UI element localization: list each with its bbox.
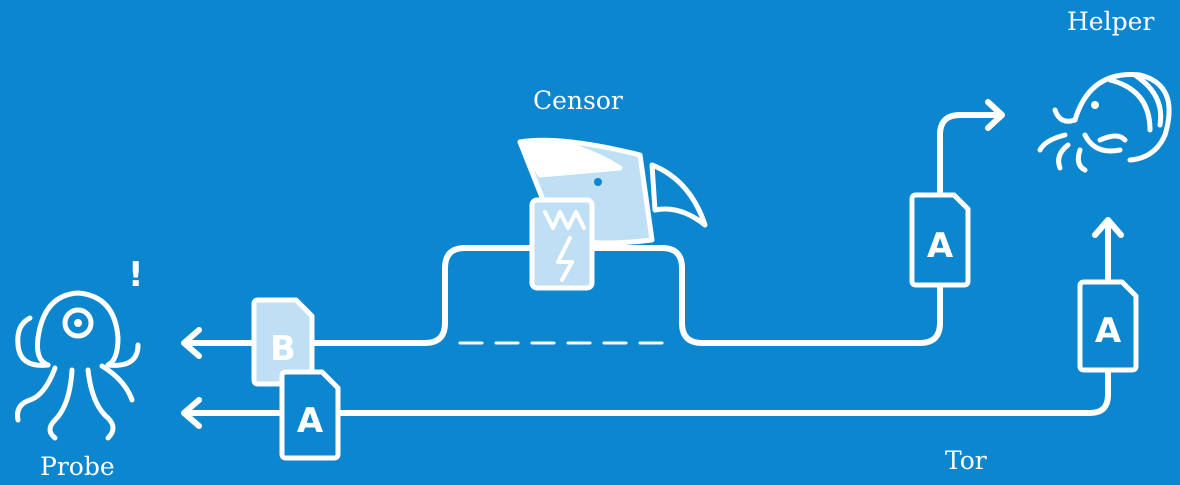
document-a-tor-icon: A bbox=[1080, 282, 1136, 370]
censor-label: Censor bbox=[533, 86, 623, 115]
hermit-crab-icon bbox=[1040, 75, 1169, 170]
octopus-icon bbox=[18, 293, 139, 438]
document-a-probe-label: A bbox=[297, 401, 324, 441]
document-a-probe-icon: A bbox=[282, 372, 338, 458]
document-a-helper-label: A bbox=[927, 226, 954, 266]
document-a-helper-icon: A bbox=[912, 195, 968, 285]
tor-label: Tor bbox=[945, 446, 987, 475]
helper-label: Helper bbox=[1067, 7, 1154, 36]
document-b-label: B bbox=[270, 329, 296, 369]
shark-icon bbox=[520, 140, 705, 288]
document-a-tor-label: A bbox=[1095, 311, 1122, 351]
probe-label: Probe bbox=[40, 452, 115, 481]
alert-mark: ! bbox=[128, 255, 144, 295]
